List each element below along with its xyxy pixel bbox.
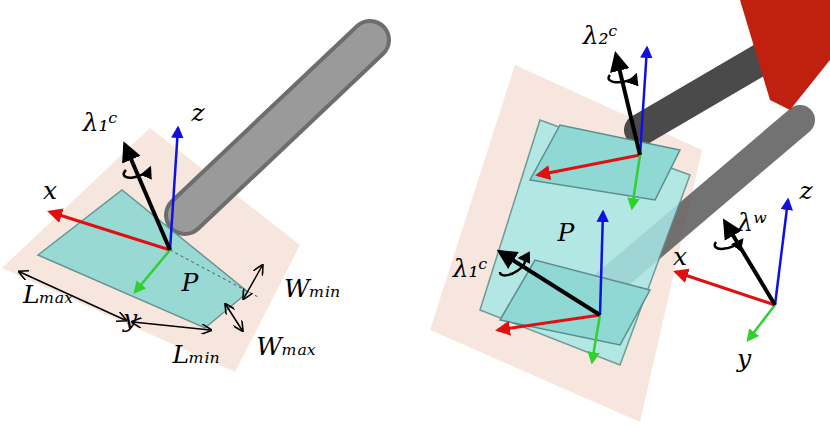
foot xyxy=(530,125,680,200)
y-axis xyxy=(748,305,775,340)
wrench-arrow xyxy=(500,252,600,315)
moment-curl xyxy=(609,75,636,82)
axis-label: y xyxy=(123,306,137,331)
dimension-label: Wₘᵢₙ xyxy=(284,276,340,301)
axis-label: z xyxy=(799,178,812,203)
leg xyxy=(185,40,370,215)
z-axis xyxy=(640,48,647,155)
point-label: P xyxy=(558,220,575,245)
dimension-arrow xyxy=(226,305,242,330)
dimension-arrow xyxy=(133,322,210,330)
z-axis xyxy=(775,200,788,305)
point-label: P xyxy=(182,270,199,295)
wrench-label: λʷ xyxy=(737,210,766,235)
axis-label: x xyxy=(43,178,57,203)
foot xyxy=(38,190,248,328)
x-axis xyxy=(498,315,600,330)
z-axis xyxy=(600,212,603,315)
x-axis xyxy=(538,155,640,175)
wrench-label: λ₁ᶜ xyxy=(453,256,488,281)
center-line xyxy=(170,250,260,298)
robot-body xyxy=(740,0,830,110)
dimension-arrow xyxy=(244,266,262,298)
convex-hull xyxy=(480,120,690,365)
y-axis xyxy=(135,250,170,292)
leg xyxy=(185,40,370,215)
y-axis xyxy=(592,315,600,362)
dimension-label: Lₘᵢₙ xyxy=(172,342,219,367)
wrench-label: λ₁ᶜ xyxy=(83,110,118,135)
dimension-arrow xyxy=(20,272,125,320)
moment-curl xyxy=(124,168,150,178)
x-axis xyxy=(50,212,170,250)
moment-curl xyxy=(500,258,525,275)
y-axis xyxy=(632,155,640,208)
foot xyxy=(500,260,650,345)
axis-label: x xyxy=(673,244,687,269)
wrench-arrow xyxy=(616,55,640,155)
z-axis xyxy=(170,128,178,250)
axis-label: z xyxy=(191,100,204,125)
wrench-arrow xyxy=(125,145,170,250)
dimension-label: Wₘₐₓ xyxy=(256,334,315,359)
moment-curl xyxy=(715,240,742,249)
dimension-label: Lₘₐₓ xyxy=(23,282,73,307)
axis-label: y xyxy=(737,346,751,371)
wrench-label: λ₂ᶜ xyxy=(583,23,618,48)
